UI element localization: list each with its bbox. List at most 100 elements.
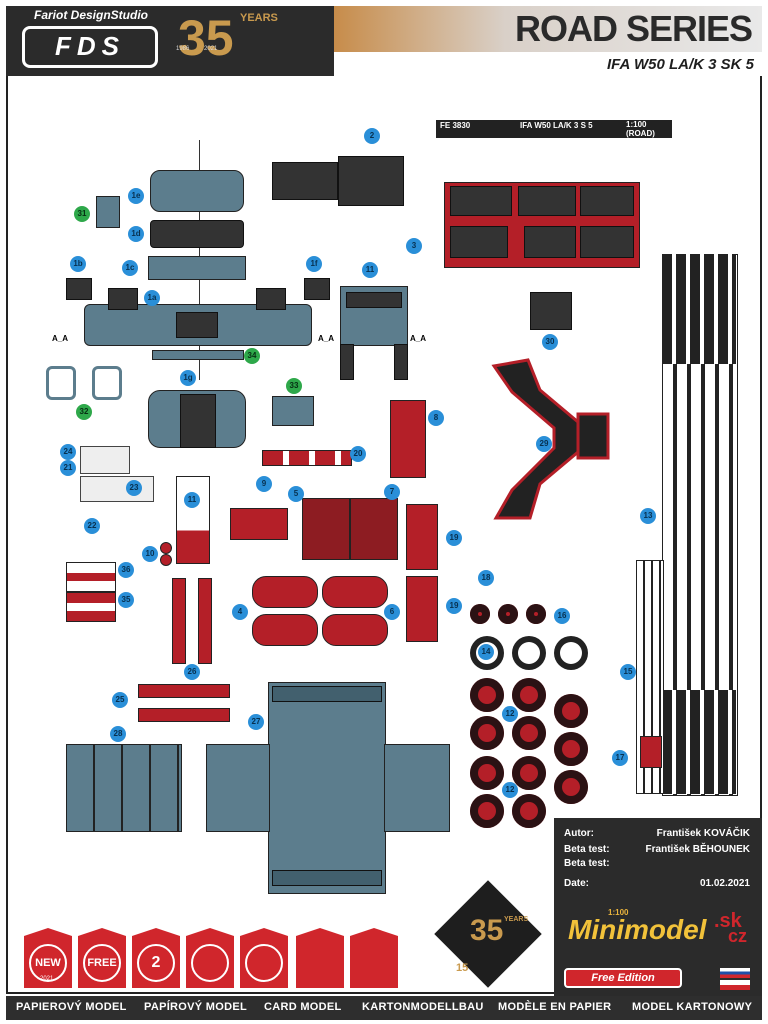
part-label-36: 36 xyxy=(118,562,134,578)
part-27-bed-top-rail xyxy=(272,686,382,702)
part-label-6: 6 xyxy=(384,604,400,620)
part-32-right-frame xyxy=(92,366,122,400)
part-12-tire-2 xyxy=(512,678,546,712)
part-label-31: 31 xyxy=(74,206,90,222)
part-26-bar-right xyxy=(198,578,212,664)
part-label-1c: 1c xyxy=(122,260,138,276)
part-label-12-a: 12 xyxy=(502,706,518,722)
part-label-28: 28 xyxy=(110,726,126,742)
credit-beta1-value: František BĚHOUNEK xyxy=(645,844,750,855)
part-12-tire-10 xyxy=(470,794,504,828)
minimodel-site: Minimodel xyxy=(568,914,707,945)
part-27-bed-center xyxy=(268,682,386,894)
part-12-tire-7 xyxy=(470,756,504,790)
part-3-cell-c xyxy=(580,186,634,216)
part-label-27: 27 xyxy=(248,714,264,730)
part-label-21: 21 xyxy=(60,460,76,476)
part-25-bar-top xyxy=(138,684,230,698)
footer-item-fr: MODÈLE EN PAPIER xyxy=(498,1001,612,1013)
header-title-band xyxy=(334,6,762,52)
part-label-4: 4 xyxy=(232,604,248,620)
part-10-dot-a xyxy=(160,542,172,554)
badge-pages-icon xyxy=(245,944,283,982)
footer-item-pl: MODEL KARTONOWY xyxy=(632,1001,753,1013)
credit-date-label: Date: xyxy=(564,878,590,889)
minimodel-tld-sk: .sk xyxy=(714,910,742,932)
part-label-3: 3 xyxy=(406,238,422,254)
part-label-15: 15 xyxy=(620,664,636,680)
credit-beta1-row: Beta test: František BĚHOUNEK xyxy=(564,844,750,855)
part-1b-left-window xyxy=(66,278,92,300)
anniversary-word: YEARS xyxy=(240,12,278,24)
part-label-20: 20 xyxy=(350,446,366,462)
part-19-bracket-bottom xyxy=(406,576,438,642)
badge-sheets-ring: 2 xyxy=(137,944,175,982)
part-31-mirror xyxy=(96,196,120,228)
part-label-1a: 1a xyxy=(144,290,160,306)
part-32-left-frame xyxy=(46,366,76,400)
part-3-cell-b xyxy=(518,186,576,216)
diamond-anniversary-number: 35 xyxy=(470,914,504,947)
part-2-body-side xyxy=(272,162,338,200)
section-mark-right: A_A xyxy=(318,334,335,343)
part-label-16: 16 xyxy=(554,608,570,624)
part-label-34: 34 xyxy=(244,348,260,364)
flag-slovakia-icon xyxy=(720,968,750,978)
part-35-flag xyxy=(66,592,116,622)
part-label-18: 18 xyxy=(478,570,494,586)
badge-width xyxy=(350,928,398,988)
part-6-fender-top xyxy=(322,576,388,608)
part-16-rim-b xyxy=(498,604,518,624)
credit-date-row: Date: 01.02.2021 xyxy=(564,878,750,889)
part-1c-grille-top xyxy=(148,256,246,280)
badge-sheets: 2 xyxy=(132,928,180,988)
part-14-wheel-c xyxy=(554,636,588,670)
part-label-22: 22 xyxy=(84,518,100,534)
part-23-panel xyxy=(80,476,154,502)
part-label-5: 5 xyxy=(288,486,304,502)
part-12-tire-1 xyxy=(470,678,504,712)
series-title: ROAD SERIES xyxy=(514,8,753,49)
badge-difficulty xyxy=(186,928,234,988)
part-12-tire-6 xyxy=(554,732,588,766)
part-label-17: 17 xyxy=(612,750,628,766)
part-8-box xyxy=(390,400,426,478)
badge-free-ring: FREE xyxy=(83,944,121,982)
sheet-frame xyxy=(6,76,762,994)
anniversary-year-from: 1986 xyxy=(176,46,190,52)
credit-beta1-label: Beta test: xyxy=(564,844,610,855)
footer-bar: PAPIEROVÝ MODEL PAPÍROVÝ MODEL CARD MODE… xyxy=(6,996,762,1020)
part-28-bed-floor xyxy=(66,744,182,832)
badge-sheets-label: 2 xyxy=(151,954,161,971)
diamond-anniversary-word: YEARS xyxy=(504,916,529,923)
part-label-30: 30 xyxy=(542,334,558,350)
minimodel-logo[interactable]: 1:100 Minimodel .sk cz xyxy=(564,906,754,946)
section-mark-left: A_A xyxy=(52,334,69,343)
part-17-red-tail xyxy=(640,736,662,768)
stamp-badge: 15 xyxy=(456,962,469,974)
part-12-tire-9 xyxy=(554,770,588,804)
anniversary-year-to: 2021 xyxy=(204,46,218,52)
credit-beta2-row: Beta test: xyxy=(564,858,750,869)
part-11-left-leg xyxy=(340,344,354,380)
part-label-1g: 1g xyxy=(180,370,196,386)
part-label-29: 29 xyxy=(536,436,552,452)
part-6-fender-bottom xyxy=(322,614,388,646)
part-24-panel xyxy=(80,446,130,474)
model-name: IFA W50 LA/K 3 SK 5 xyxy=(607,56,754,73)
badge-free: FREE xyxy=(78,928,126,988)
part-12-tire-4 xyxy=(470,716,504,750)
info-strip: FE 3830 IFA W50 LA/K 3 S 5 1:100 (ROAD) xyxy=(436,120,672,138)
part-label-33: 33 xyxy=(286,378,302,394)
credit-author-row: Autor: František KOVÁČIK xyxy=(564,828,750,839)
badge-new-label: NEW xyxy=(35,957,61,969)
part-label-35: 35 xyxy=(118,592,134,608)
part-27-bed-right xyxy=(384,744,450,832)
part-16-rim-a xyxy=(470,604,490,624)
part-27-bed-left xyxy=(206,744,270,832)
part-4-fender-bottom xyxy=(252,614,318,646)
footer-item-de: KARTONMODELLBAU xyxy=(362,1001,484,1013)
footer-item-en: CARD MODEL xyxy=(264,1001,342,1013)
part-1a-right-door xyxy=(256,288,286,310)
credit-author-label: Autor: xyxy=(564,828,594,839)
